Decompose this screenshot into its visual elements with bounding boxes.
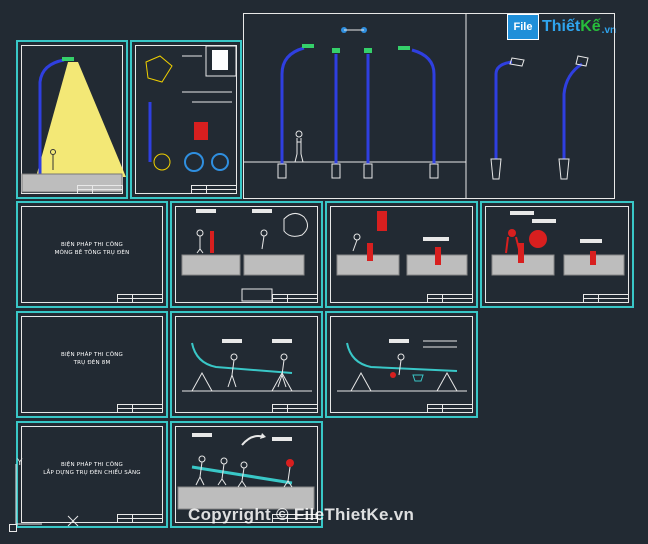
sheet-title-line1: BIỆN PHÁP THI CÔNG xyxy=(60,462,124,468)
sheet-inner-frame xyxy=(21,316,163,413)
sheet-foundation-method-title[interactable]: BIỆN PHÁP THI CÔNG MÓNG BÊ TÔNG TRỤ ĐÈN xyxy=(16,201,168,308)
sheet-title-line1: BIỆN PHÁP THI CÔNG xyxy=(60,352,124,358)
sheet-inner-frame xyxy=(21,206,163,303)
sheet-title-line1: BIỆN PHÁP THI CÔNG xyxy=(60,242,124,248)
foundation-step-2-drawing xyxy=(336,211,468,276)
sheet-title-line2: TRỤ ĐÈN 8M xyxy=(73,360,111,366)
sheet-title: BIỆN PHÁP THI CÔNG LẮP DỰNG TRỤ ĐÈN CHIẾ… xyxy=(18,461,166,477)
sheet-pole-8m-method-title[interactable]: BIỆN PHÁP THI CÔNG TRỤ ĐÈN 8M xyxy=(16,311,168,418)
sheet-inner-frame xyxy=(330,316,473,413)
title-block xyxy=(272,404,318,413)
sheet-inner-frame xyxy=(175,426,318,523)
title-block xyxy=(272,514,318,523)
ucs-icon: Y xyxy=(12,458,77,534)
logo-text: ThiếtKế xyxy=(542,18,601,36)
pole-erection-step-1-drawing xyxy=(177,433,315,510)
sheet-title: BIỆN PHÁP THI CÔNG MÓNG BÊ TÔNG TRỤ ĐÈN xyxy=(18,241,166,257)
title-block xyxy=(583,294,629,303)
title-block xyxy=(117,294,163,303)
sheet-inner-frame xyxy=(135,45,237,194)
logo-box: File xyxy=(507,14,539,40)
title-block xyxy=(77,185,123,194)
pole-8m-step-1-drawing xyxy=(182,339,312,392)
sheet-title: BIỆN PHÁP THI CÔNG TRỤ ĐÈN 8M xyxy=(18,351,166,367)
sheet-foundation-step-1[interactable] xyxy=(170,201,323,308)
sheet-pole-erection-step-1[interactable] xyxy=(170,421,323,528)
sheet-pole-8m-step-1[interactable] xyxy=(170,311,323,418)
lighting-drawing xyxy=(21,57,126,193)
title-block xyxy=(117,404,163,413)
sheet-pole-details[interactable] xyxy=(130,40,242,199)
title-block xyxy=(272,294,318,303)
sheet-inner-frame xyxy=(175,316,318,413)
pole-details-drawing xyxy=(145,45,237,172)
sheet-foundation-step-2[interactable] xyxy=(325,201,478,308)
title-block xyxy=(117,514,163,523)
logo-word-1: Thiết xyxy=(542,18,581,35)
title-block xyxy=(427,404,473,413)
sheet-pole-erection-method-title[interactable]: BIỆN PHÁP THI CÔNG LẮP DỰNG TRỤ ĐÈN CHIẾ… xyxy=(16,421,168,528)
pole-elevation-frame[interactable] xyxy=(243,13,615,199)
sheet-inner-frame xyxy=(485,206,629,303)
sheet-title-line2: LẮP DỰNG TRỤ ĐÈN CHIẾU SÁNG xyxy=(43,470,141,476)
copyright-watermark: Copyright © FileThietKe.vn xyxy=(188,505,415,524)
close-x-icon xyxy=(67,515,79,527)
pole-8m-step-2-drawing xyxy=(337,339,467,392)
site-logo: File ThiếtKế .vn xyxy=(507,14,616,40)
foundation-step-3-drawing xyxy=(491,211,625,276)
sheet-inner-frame xyxy=(21,45,123,194)
foundation-step-1-drawing xyxy=(181,209,308,302)
title-block xyxy=(191,185,237,194)
model-origin-marker xyxy=(9,524,17,532)
logo-domain: .vn xyxy=(601,24,617,36)
sheet-inner-frame xyxy=(330,206,473,303)
ucs-axis-label: Y xyxy=(17,458,23,468)
sheet-lighting-elevation[interactable] xyxy=(16,40,128,199)
sheet-pole-8m-step-2[interactable] xyxy=(325,311,478,418)
pole-elevation-drawing xyxy=(244,14,589,198)
sheet-foundation-step-3[interactable] xyxy=(480,201,634,308)
sheet-inner-frame xyxy=(175,206,318,303)
title-block xyxy=(427,294,473,303)
logo-word-2: Kế xyxy=(580,18,601,35)
sheet-title-line2: MÓNG BÊ TÔNG TRỤ ĐÈN xyxy=(54,250,130,256)
sheet-inner-frame xyxy=(21,426,163,523)
